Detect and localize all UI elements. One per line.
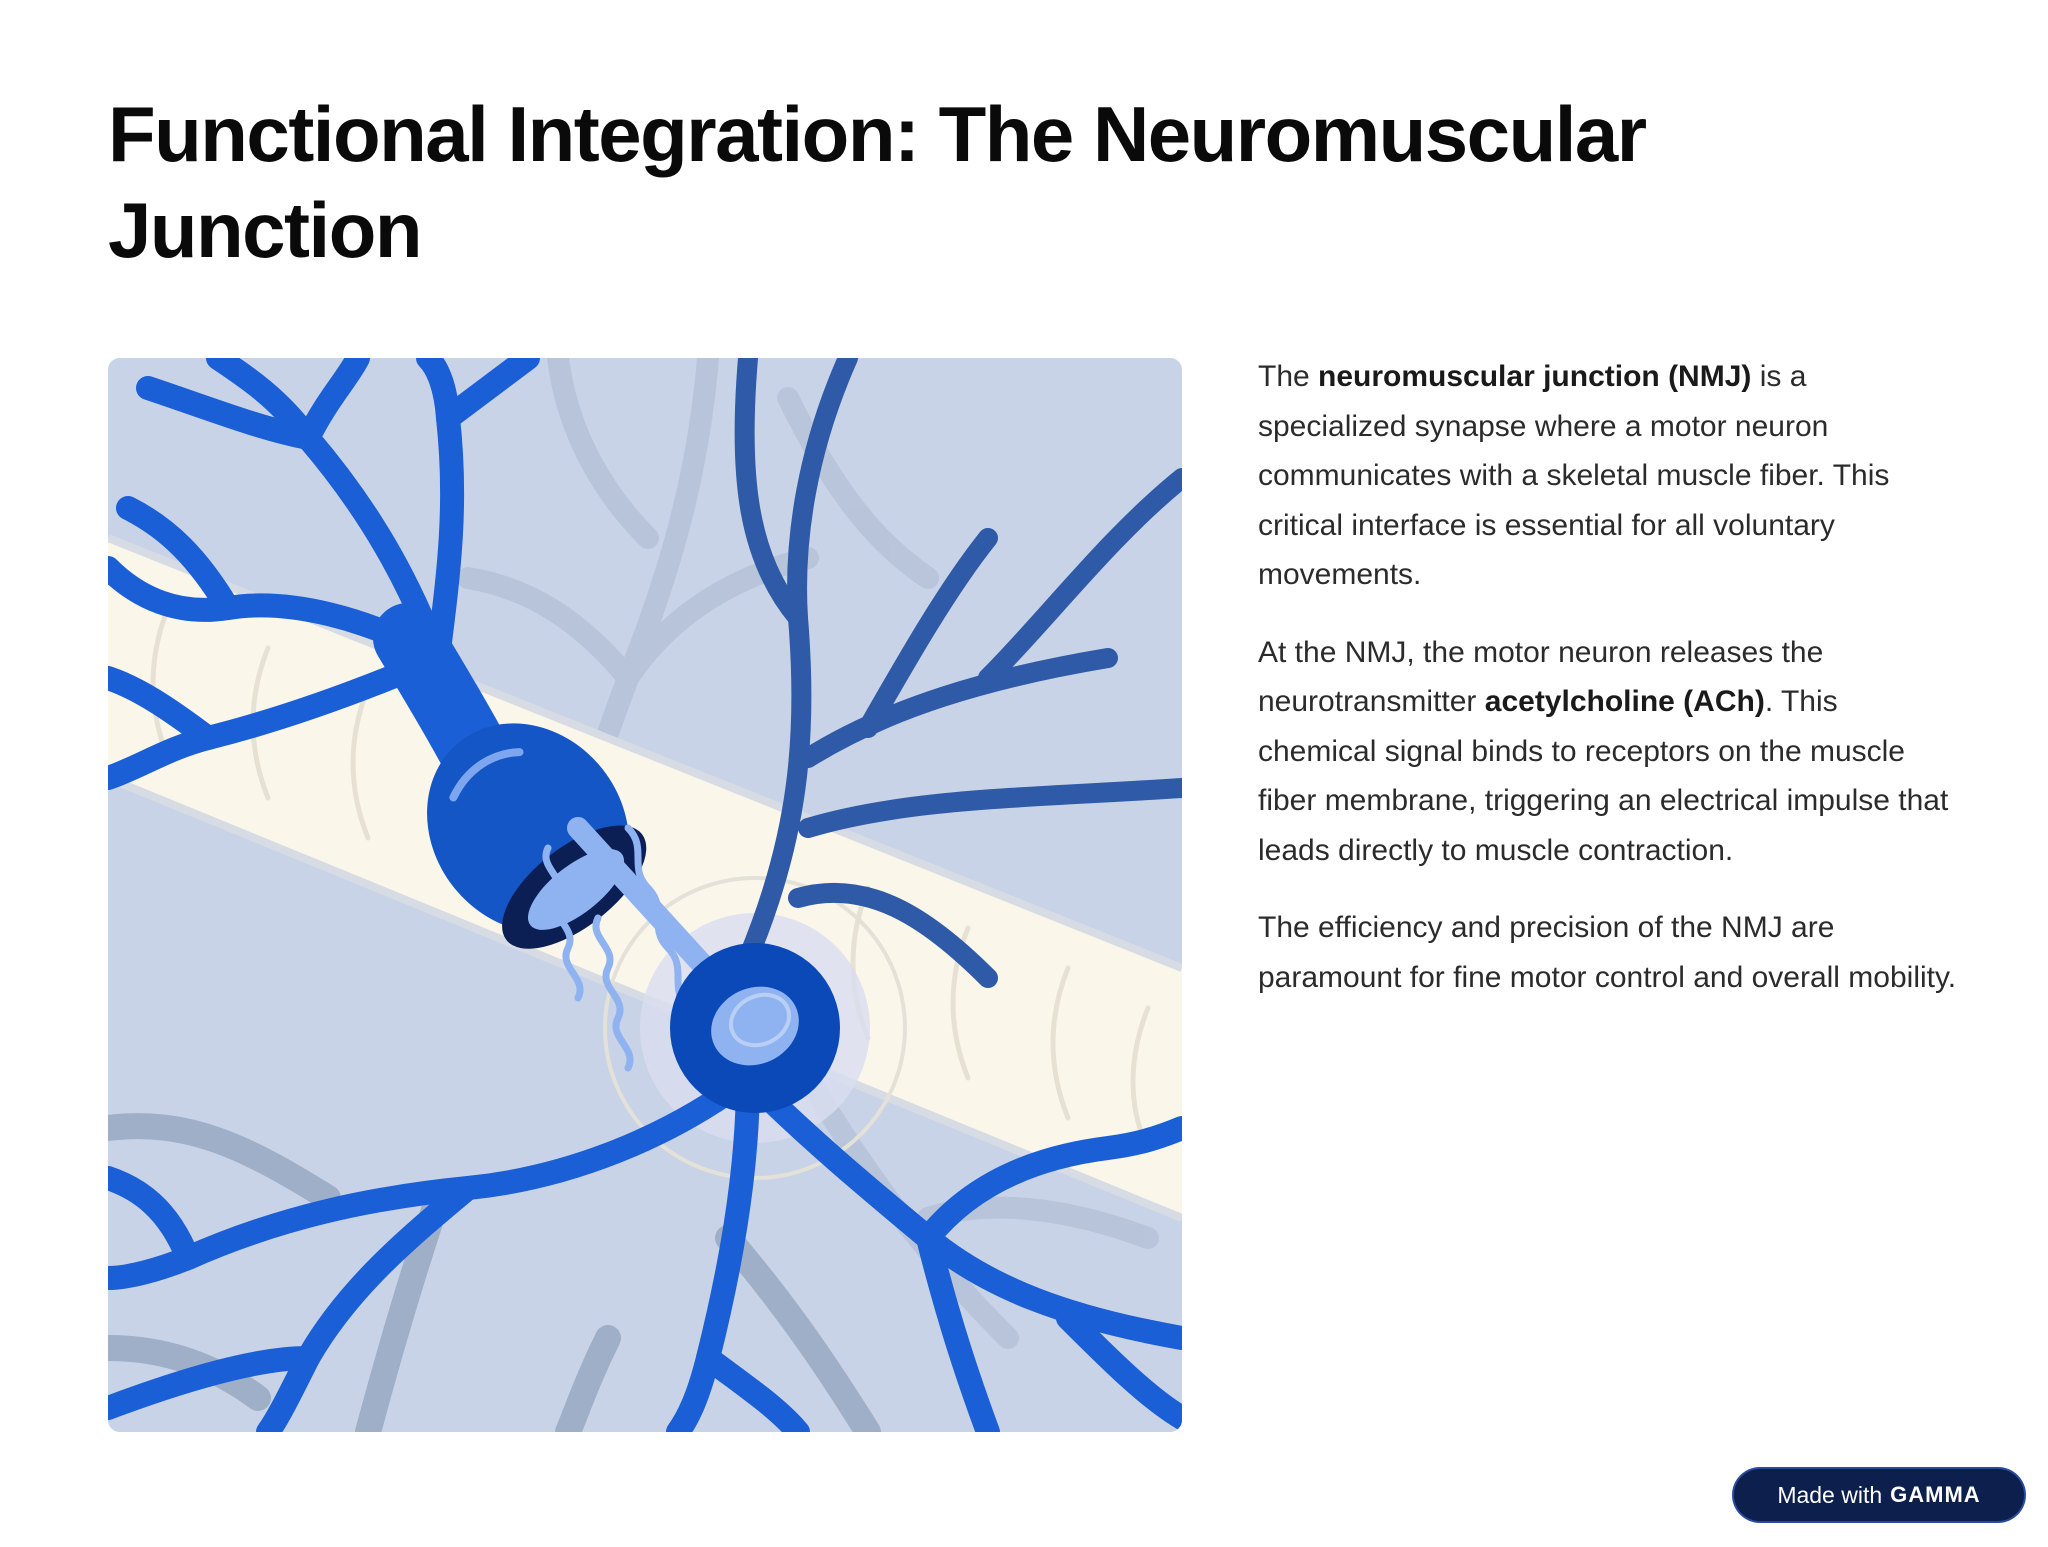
page-title: Functional Integration: The Neuromuscula… <box>108 90 1647 274</box>
gamma-logo: GAMMA <box>1890 1482 1981 1507</box>
body-text: The neuromuscular junction (NMJ) is a sp… <box>1258 352 1958 1030</box>
term-nmj: neuromuscular junction (NMJ) <box>1318 360 1752 393</box>
paragraph-efficiency: The efficiency and precision of the NMJ … <box>1258 911 1957 994</box>
term-acetylcholine: acetylcholine (ACh) <box>1484 685 1765 718</box>
paragraph-ach-release: At the NMJ, the motor neuron releases th… <box>1258 635 1949 867</box>
paragraph-nmj-definition: The neuromuscular junction (NMJ) is a sp… <box>1258 360 1890 591</box>
made-with-gamma-badge[interactable]: Made with GAMMA <box>1734 1469 2024 1521</box>
badge-prefix: Made with <box>1777 1481 1883 1508</box>
neuromuscular-junction-illustration <box>108 358 1182 1432</box>
